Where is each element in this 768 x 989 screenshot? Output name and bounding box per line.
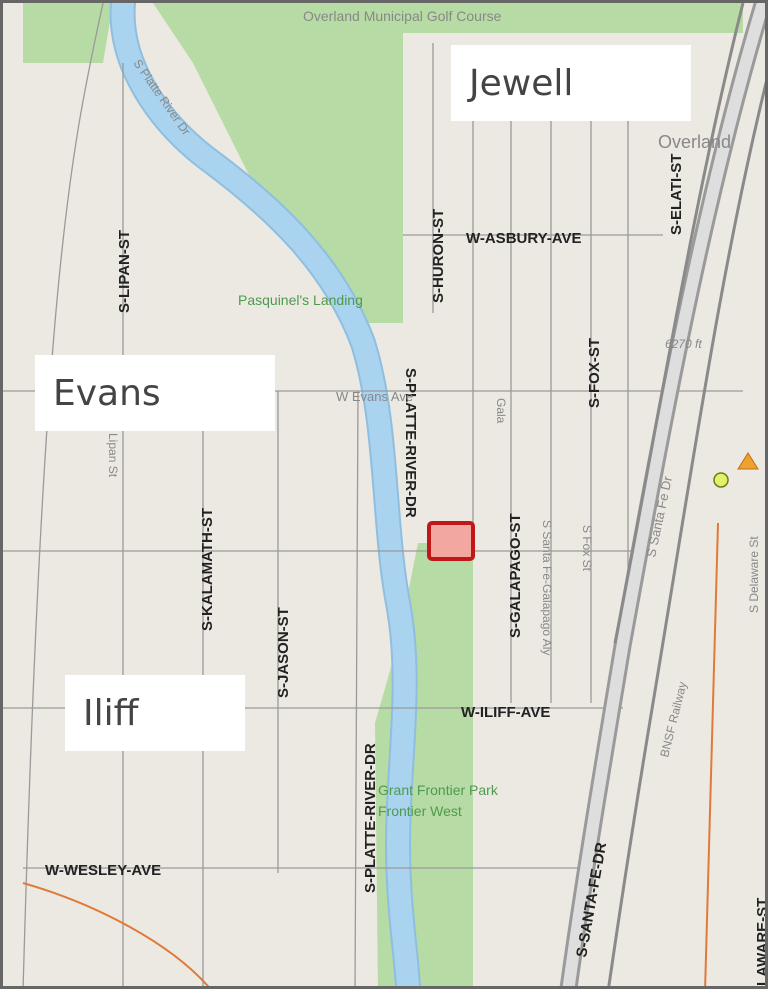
street-label-s-galapago: S-GALAPAGO-ST [507,513,524,638]
transit-stop-icon[interactable] [713,472,729,488]
label-santa-fe-galapago-aly: S Santa Fe-Galapago Aly [540,520,554,655]
park-upper [153,3,743,323]
selected-parcel-marker[interactable] [427,521,475,561]
label-overland-golf: Overland Municipal Golf Course [303,8,502,24]
label-lipan-st: Lipan St [106,433,120,478]
railways [22,522,719,986]
santa-fe-highway [559,3,765,986]
label-elevation: 6270 ft [665,337,702,351]
label-grant-frontier-park: Grant Frontier Park [378,782,499,798]
label-frontier-west: Frontier West [378,803,462,819]
overlay-label-jewell: Jewell [451,45,691,121]
street-label-s-huron: S-HURON-ST [430,209,447,303]
label-gala: Gala [494,398,508,424]
map-canvas[interactable]: W-ASBURY-AVE W-ILIFF-AVE W-WESLEY-AVE S-… [3,3,768,989]
overlay-label-jewell-text: Jewell [469,62,574,104]
street-label-s-platte-river-dr-lower: S-PLATTE-RIVER-DR [362,743,379,893]
street-label-s-elati: S-ELATI-ST [668,154,685,235]
street-label-s-platte-river-dr-upper: S-PLATTE-RIVER-DR [402,368,419,518]
overlay-label-iliff-text: Iliff [83,692,139,734]
street-label-s-jason: S-JASON-ST [275,607,292,698]
south-platte-river-fill [111,3,419,986]
overlay-label-iliff: Iliff [65,675,245,751]
street-label-s-delaware: LAWARE-ST [754,898,768,986]
street-label-s-kalamath: S-KALAMATH-ST [199,508,216,631]
label-pasquinels-landing: Pasquinel's Landing [238,292,363,308]
overlay-label-evans-text: Evans [53,372,161,414]
overlay-label-evans: Evans [35,355,275,431]
label-s-delaware-small: S Delaware St [747,536,761,613]
label-w-evans-ave: W Evans Ave [336,389,413,404]
street-label-s-fox: S-FOX-ST [586,338,603,408]
label-overland: Overland [658,132,731,152]
park-golf-corner [23,3,113,63]
street-label-w-wesley: W-WESLEY-AVE [45,862,161,879]
street-label-w-iliff: W-ILIFF-AVE [461,704,550,721]
street-label-s-lipan: S-LIPAN-ST [116,230,133,313]
street-label-w-asbury: W-ASBURY-AVE [466,230,582,247]
warning-triangle-icon[interactable] [737,452,759,470]
label-s-fox-st-small: S Fox St [580,525,594,572]
